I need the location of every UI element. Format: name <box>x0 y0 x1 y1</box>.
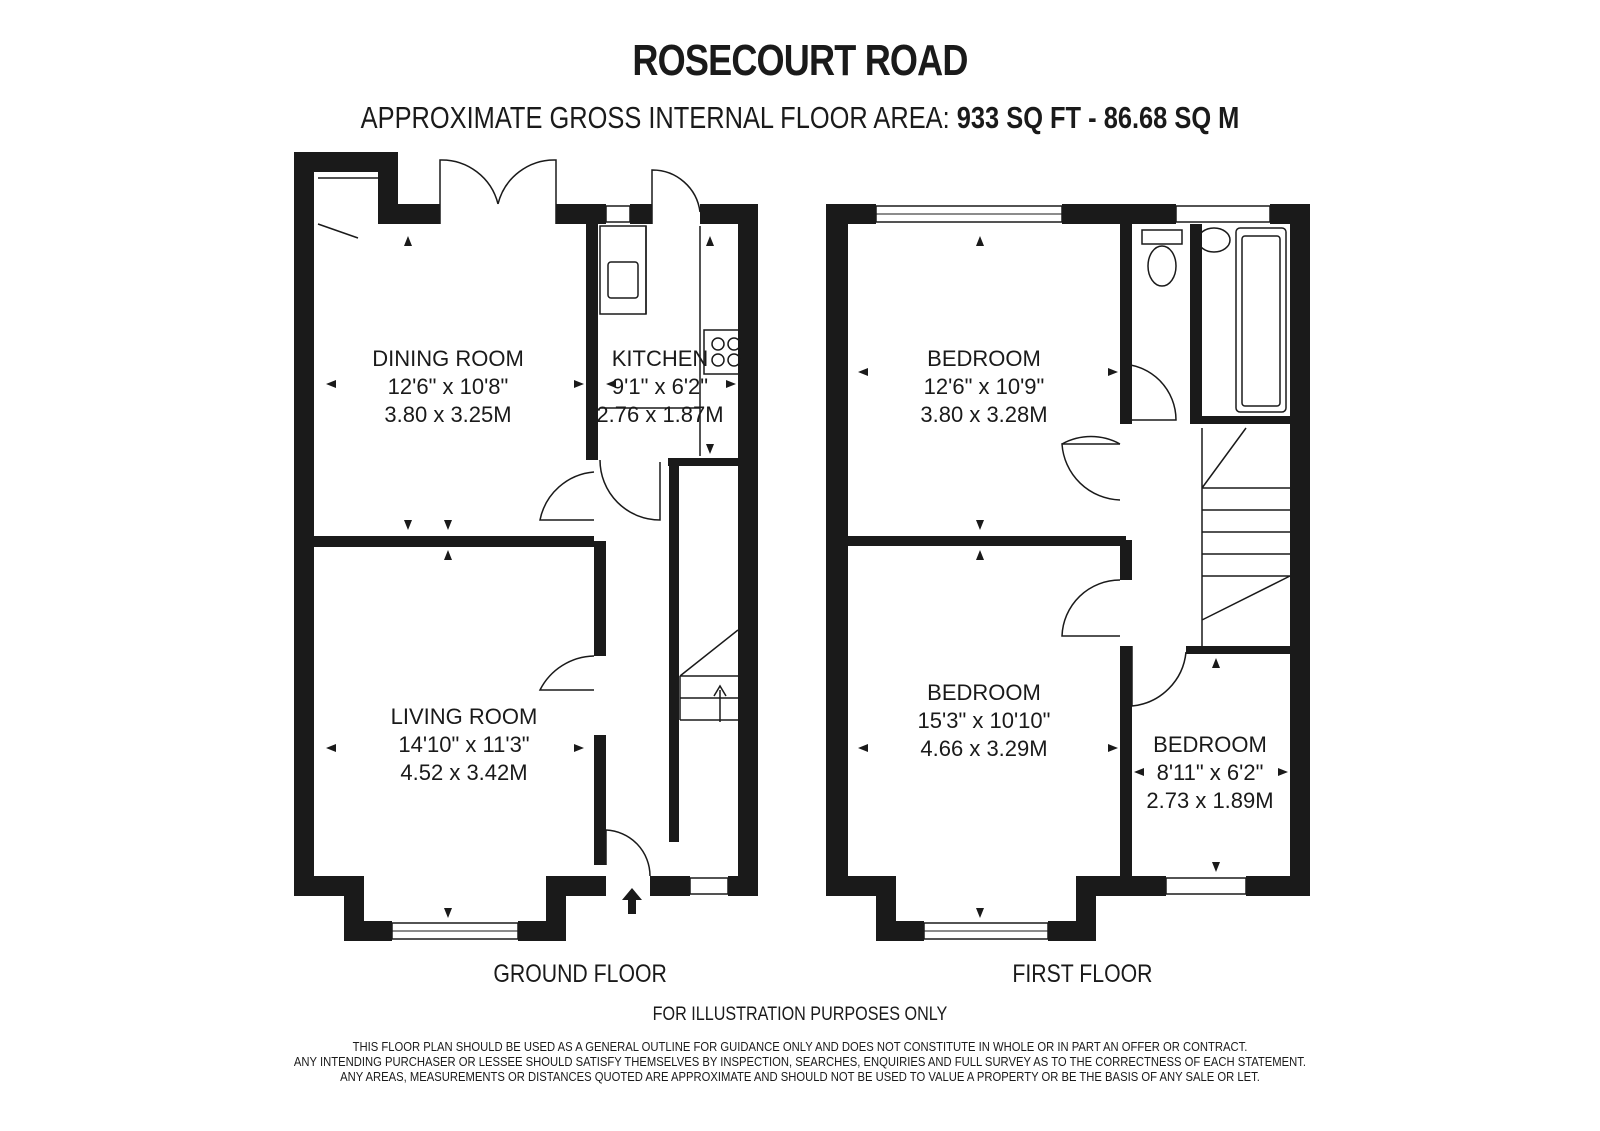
first-bath-wall <box>1190 224 1202 420</box>
floor-area-separator: - <box>1088 100 1097 135</box>
ground-bay-bottom-left <box>344 921 392 941</box>
windows <box>391 205 1271 940</box>
ground-hall-wall-b <box>594 735 606 865</box>
disclaimer-line-1: THIS FLOOR PLAN SHOULD BE USED AS A GENE… <box>352 1040 1248 1054</box>
french-door-right <box>497 159 557 224</box>
living-room-metric: 4.52 x 3.42M <box>400 760 527 785</box>
bedroom-1-metric: 3.80 x 3.28M <box>920 402 1047 427</box>
disclaimer: THIS FLOOR PLAN SHOULD BE USED AS A GENE… <box>80 1040 1520 1085</box>
ground-kitchen-wall <box>586 224 598 460</box>
floor-area-line: APPROXIMATE GROSS INTERNAL FLOOR AREA: 9… <box>144 100 1456 136</box>
bedroom-2-name: BEDROOM <box>927 680 1041 705</box>
dining-room-metric: 3.80 x 3.25M <box>384 402 511 427</box>
bed2-door <box>1061 579 1121 637</box>
bedroom-3-name: BEDROOM <box>1153 732 1267 757</box>
ground-wall-top-c <box>630 204 652 224</box>
kitchen-back-door <box>651 169 701 224</box>
bedroom-3-metric: 2.73 x 1.89M <box>1146 788 1273 813</box>
bedroom-2-metric: 4.66 x 3.29M <box>920 736 1047 761</box>
first-floor-label: FIRST FLOOR <box>1012 960 1153 988</box>
page-title: ROSECOURT ROAD <box>632 36 968 85</box>
first-wall-bottom-mid <box>1076 876 1166 896</box>
kitchen-sink-unit <box>599 225 647 315</box>
ground-dining-living-wall <box>314 536 594 547</box>
toilet-icon <box>1147 245 1177 287</box>
dining-hall-door <box>539 471 595 521</box>
floor-area-sqm: 86.68 SQ M <box>1103 100 1240 135</box>
ground-wall-bottom-mid <box>546 876 606 896</box>
dimension-markers <box>326 236 1288 918</box>
living-room-imperial: 14'10" x 11'3" <box>398 732 529 757</box>
first-bath-bottom-wall <box>1190 416 1290 424</box>
first-wall-bottom-left <box>826 876 876 896</box>
ground-wall-top-b <box>556 204 606 224</box>
dining-room-imperial: 12'6" x 10'8" <box>388 374 509 399</box>
ground-kitchen-window <box>605 205 631 223</box>
first-bay-bottom-left <box>876 921 924 941</box>
first-bed3-window <box>1165 877 1247 895</box>
ground-hall-window <box>689 877 729 895</box>
french-door-left <box>439 159 499 224</box>
floor-area-prefix: APPROXIMATE GROSS INTERNAL FLOOR AREA: <box>360 100 950 135</box>
ground-floor-label: GROUND FLOOR <box>493 960 667 988</box>
living-hall-door <box>538 655 595 691</box>
front-door <box>605 829 651 877</box>
first-wall-left <box>826 204 848 896</box>
hob-icon <box>703 329 749 375</box>
bedroom-1-name: BEDROOM <box>927 346 1041 371</box>
dining-room-name: DINING ROOM <box>372 346 524 371</box>
ground-hall-wall-a <box>594 541 606 656</box>
walls <box>294 152 1310 941</box>
first-landing-wall-b <box>1120 646 1132 876</box>
ground-stairs <box>679 629 739 721</box>
first-landing-wall-a <box>1120 540 1132 580</box>
kitchen-imperial: 9'1" x 6'2" <box>612 374 708 399</box>
kitchen-name: KITCHEN <box>612 346 709 371</box>
ground-wall-top-left <box>294 152 398 172</box>
floor-area-sqft: 933 SQ FT <box>956 100 1082 135</box>
first-bath-window <box>1175 205 1271 223</box>
ground-wall-bottom-left <box>294 876 344 896</box>
kitchen-metric: 2.76 x 1.87M <box>596 402 723 427</box>
ground-stair-wall <box>669 462 679 842</box>
first-wall-right <box>1290 204 1310 896</box>
ground-wall-bottom-b <box>650 876 690 896</box>
room-labels: DINING ROOM 12'6" x 10'8" 3.80 x 3.25M K… <box>372 346 1273 813</box>
first-stairs <box>1201 427 1291 646</box>
disclaimer-line-3: ANY AREAS, MEASUREMENTS OR DISTANCES QUO… <box>340 1070 1260 1084</box>
living-room-name: LIVING ROOM <box>391 704 538 729</box>
first-wall-top-b <box>1062 204 1176 224</box>
bedroom-3-imperial: 8'11" x 6'2" <box>1157 760 1264 785</box>
ground-cupboard-wall <box>668 458 758 466</box>
illustration-note: FOR ILLUSTRATION PURPOSES ONLY <box>652 1004 948 1025</box>
entrance-arrow-icon <box>622 888 642 914</box>
bath-door <box>1119 363 1177 421</box>
first-wall-top-a <box>826 204 876 224</box>
first-bed3-top-wall <box>1186 646 1290 654</box>
ground-wall-right <box>738 204 758 896</box>
first-bed1-wall <box>1120 224 1132 424</box>
kitchen-sink-icon <box>607 261 639 299</box>
first-bed-divider <box>848 536 1126 546</box>
ground-cupboard <box>317 177 378 239</box>
ground-wall-bottom-right <box>728 876 758 896</box>
bath-icon <box>1235 227 1287 413</box>
bedroom-1-imperial: 12'6" x 10'9" <box>924 374 1045 399</box>
disclaimer-line-2: ANY INTENDING PURCHASER OR LESSEE SHOULD… <box>293 1055 1307 1069</box>
ground-wall-top-a <box>378 204 440 224</box>
bedroom-2-imperial: 15'3" x 10'10" <box>918 708 1051 733</box>
basin-icon <box>1197 227 1231 253</box>
first-wall-bottom-right <box>1246 876 1310 896</box>
kitchen-hall-door <box>599 459 661 521</box>
bed1-door <box>1061 435 1121 445</box>
doors-fixtures <box>317 159 1291 877</box>
bed3-door <box>1131 646 1187 707</box>
ground-wall-left <box>294 152 314 896</box>
